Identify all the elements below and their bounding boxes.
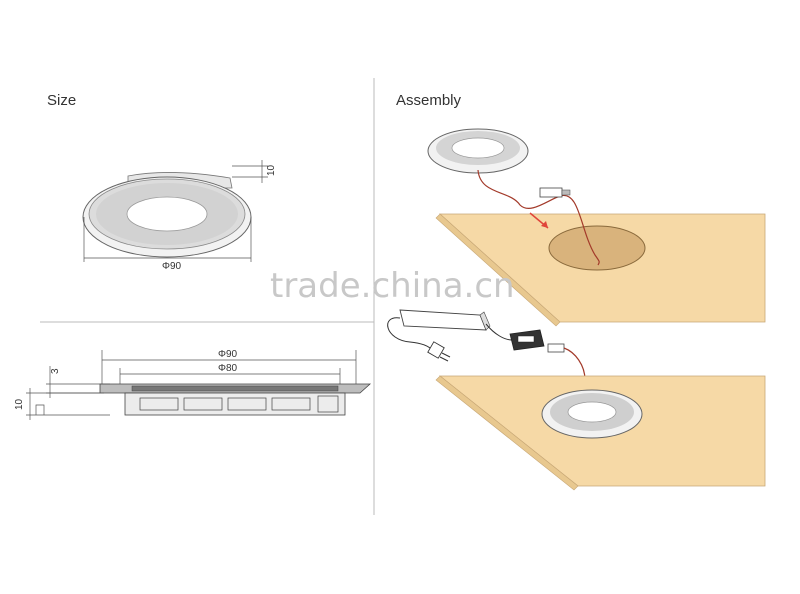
inner-diameter-dimension [119,368,341,385]
top-diameter-label: Φ90 [162,261,182,272]
inner-diameter-label: Φ80 [218,363,238,374]
top-diameter-dimension [83,217,252,262]
flange-thickness-label: 3 [50,368,61,374]
outer-diameter-dimension [101,350,357,385]
top-height-label: 10 [266,164,277,176]
lower-light-fixture [541,389,643,439]
upper-light-fixture [427,128,529,174]
lower-connector [547,343,565,353]
junction-box [509,329,545,351]
total-height-dimension [26,388,110,420]
power-cord [387,317,433,351]
total-height-label: 10 [14,398,25,410]
light-side-section [99,383,372,416]
upper-wood-panel [435,213,766,327]
led-driver [399,309,491,331]
size-section-title: Size [47,92,77,109]
top-height-dimension [232,160,268,183]
insert-arrow-head [541,221,548,228]
assembly-section-title: Assembly [396,92,462,109]
watermark: trade.china.cn [270,266,515,306]
light-top-view [82,172,252,258]
upper-connector [539,187,571,198]
driver-output-wire [485,323,513,341]
outer-diameter-label: Φ90 [218,349,238,360]
power-plug [427,341,451,362]
